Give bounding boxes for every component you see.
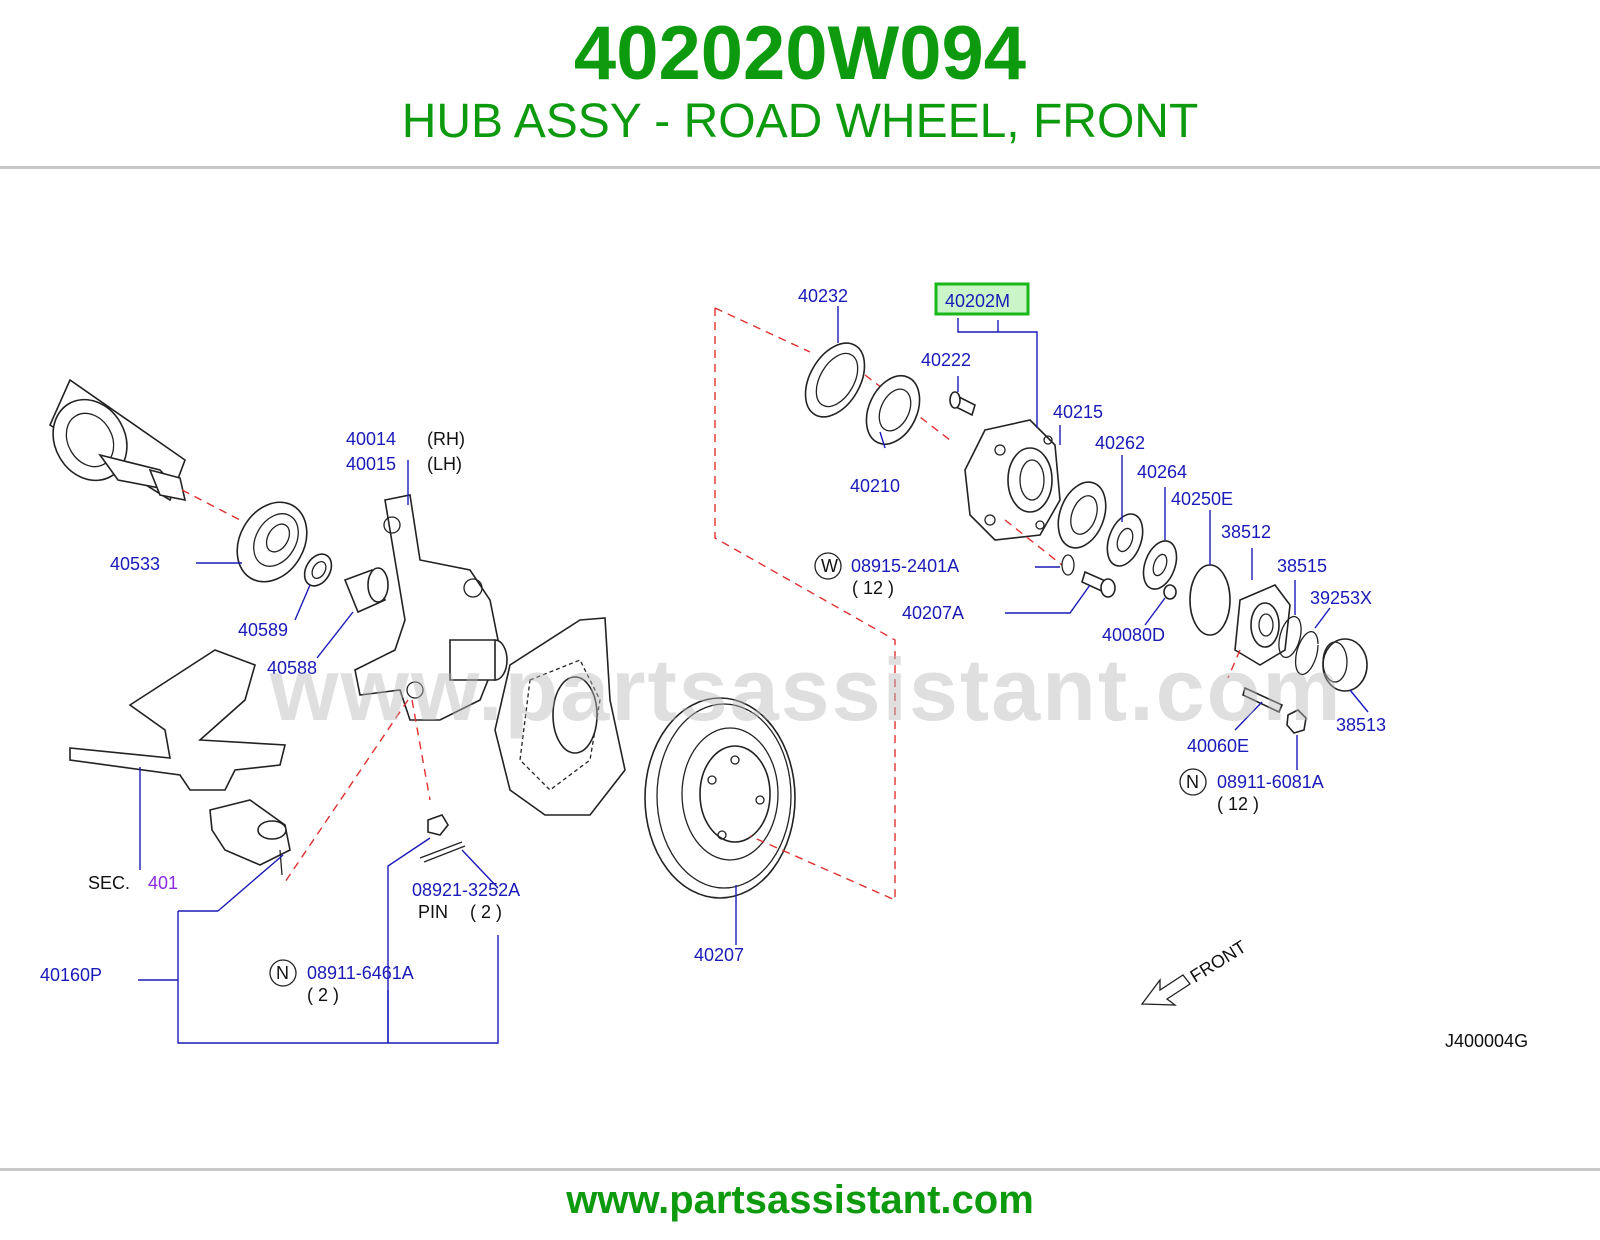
lock-washer-40250e-drawing bbox=[1142, 540, 1178, 590]
washer-40264-drawing bbox=[1106, 513, 1144, 567]
w-symbol: W bbox=[821, 556, 838, 576]
label-08911-6461a-qty: ( 2 ) bbox=[307, 985, 339, 1005]
snap-ring-39253x-drawing bbox=[1294, 631, 1319, 676]
label-08921-3252a[interactable]: 08921-3252A bbox=[412, 880, 520, 900]
drive-shaft-drawing bbox=[48, 378, 187, 502]
label-40080d[interactable]: 40080D bbox=[1102, 625, 1165, 645]
hub-bolt-40222-drawing bbox=[949, 391, 976, 417]
disc-rotor-drawing bbox=[644, 697, 796, 899]
front-arrow-icon bbox=[1140, 974, 1191, 1006]
label-40264[interactable]: 40264 bbox=[1137, 462, 1187, 482]
o-ring-38515-drawing bbox=[1278, 615, 1302, 659]
bolt-40207a-drawing bbox=[1081, 570, 1116, 598]
label-40222[interactable]: 40222 bbox=[921, 350, 971, 370]
w-symbol-circle bbox=[814, 552, 842, 580]
bearing-40262-drawing bbox=[1057, 481, 1107, 549]
cap-38513-drawing bbox=[1322, 638, 1368, 692]
highlighted-part-box[interactable] bbox=[934, 282, 1030, 316]
label-40232[interactable]: 40232 bbox=[798, 286, 848, 306]
footer-url-link[interactable]: www.partsassistant.com bbox=[566, 1178, 1034, 1222]
label-40215[interactable]: 40215 bbox=[1053, 402, 1103, 422]
label-front: FRONT bbox=[1187, 937, 1250, 987]
free-wheel-hub-38512-drawing bbox=[1234, 584, 1291, 666]
label-40015-side: (LH) bbox=[427, 454, 462, 474]
bearing-40210-drawing bbox=[865, 375, 921, 445]
label-40589[interactable]: 40589 bbox=[238, 620, 288, 640]
nut-drawing bbox=[427, 814, 449, 836]
label-40015[interactable]: 40015 bbox=[346, 454, 396, 474]
label-08915-qty: ( 12 ) bbox=[852, 578, 894, 598]
snap-ring-drawing bbox=[1061, 554, 1075, 576]
label-40014-side: (RH) bbox=[427, 429, 465, 449]
cotter-pin-drawing bbox=[419, 841, 466, 863]
bearing-40588-drawing bbox=[343, 567, 389, 614]
label-38512[interactable]: 38512 bbox=[1221, 522, 1271, 542]
label-40207[interactable]: 40207 bbox=[694, 945, 744, 965]
part-number-title: 402020W094 bbox=[573, 11, 1027, 96]
leader-lines bbox=[138, 306, 1369, 1044]
label-40588[interactable]: 40588 bbox=[267, 658, 317, 678]
label-08911-6461a[interactable]: 08911-6461A bbox=[307, 963, 414, 983]
header-divider bbox=[0, 166, 1600, 169]
label-40060e[interactable]: 40060E bbox=[1187, 736, 1249, 756]
gasket-drawing bbox=[1189, 564, 1231, 636]
label-40250e[interactable]: 40250E bbox=[1171, 489, 1233, 509]
n-symbol-circle-left bbox=[269, 959, 297, 987]
label-08915-2401a[interactable]: 08915-2401A bbox=[851, 556, 959, 576]
label-sec: SEC. bbox=[88, 873, 130, 893]
header: 402020W094 HUB ASSY - ROAD WHEEL, FRONT bbox=[0, 0, 1600, 170]
oil-seal-40232-drawing bbox=[804, 342, 866, 418]
label-40160p[interactable]: 40160P bbox=[40, 965, 102, 985]
lower-arm-drawing bbox=[69, 649, 291, 876]
part-description: HUB ASSY - ROAD WHEEL, FRONT bbox=[401, 95, 1199, 148]
label-08911-6081a[interactable]: 08911-6081A bbox=[1217, 772, 1324, 792]
label-40202m[interactable]: 40202M bbox=[945, 291, 1010, 311]
label-40014[interactable]: 40014 bbox=[346, 429, 396, 449]
washer-40589-drawing bbox=[303, 553, 333, 587]
n-symbol-left: N bbox=[276, 963, 289, 983]
label-38515[interactable]: 38515 bbox=[1277, 556, 1327, 576]
label-40210[interactable]: 40210 bbox=[850, 476, 900, 496]
hub-40215-drawing bbox=[964, 419, 1061, 541]
label-pin: PIN bbox=[418, 902, 448, 922]
exploded-parts-diagram: 40232 40202M 40222 40215 40262 40264 402… bbox=[40, 282, 1528, 1051]
knuckle-drawing bbox=[354, 494, 508, 721]
diagram-code: J400004G bbox=[1445, 1031, 1528, 1051]
footer-divider bbox=[0, 1168, 1600, 1171]
label-38513[interactable]: 38513 bbox=[1336, 715, 1386, 735]
label-sec-401[interactable]: 401 bbox=[148, 873, 178, 893]
splash-shield-drawing bbox=[494, 617, 626, 816]
label-40262[interactable]: 40262 bbox=[1095, 433, 1145, 453]
label-08911-6081a-qty: ( 12 ) bbox=[1217, 794, 1259, 814]
screw-40080d-drawing bbox=[1163, 584, 1177, 600]
nut-08911-6081a-drawing bbox=[1286, 709, 1307, 734]
label-40533[interactable]: 40533 bbox=[110, 554, 160, 574]
label-pin-qty: ( 2 ) bbox=[470, 902, 502, 922]
stud-40060e-drawing bbox=[1242, 686, 1284, 714]
n-symbol-right: N bbox=[1186, 772, 1199, 792]
watermark: www.partsassistant.com bbox=[269, 640, 1343, 739]
label-40207a[interactable]: 40207A bbox=[902, 603, 964, 623]
n-symbol-circle-right bbox=[1179, 768, 1207, 796]
seal-40533-drawing bbox=[236, 501, 308, 583]
label-39253x[interactable]: 39253X bbox=[1310, 588, 1372, 608]
